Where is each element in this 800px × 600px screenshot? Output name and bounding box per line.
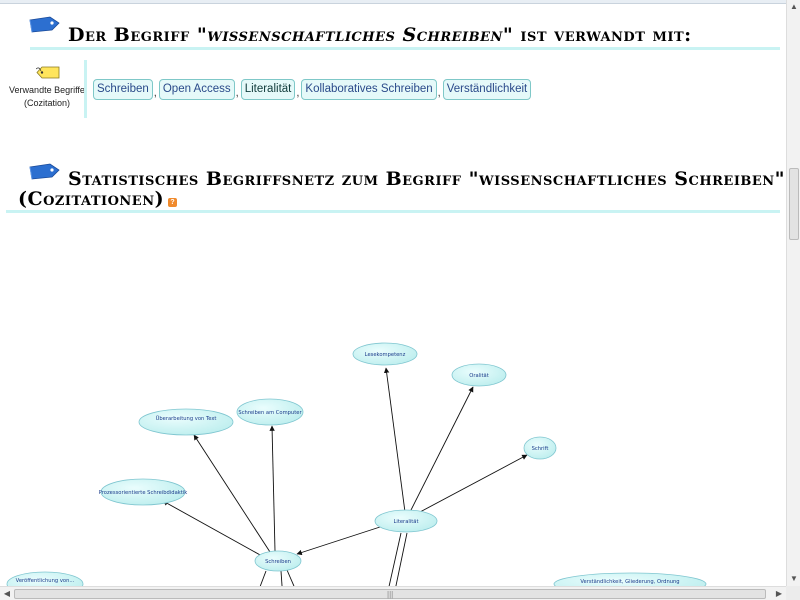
related-term-literalitaet[interactable]: Literalität bbox=[240, 78, 296, 100]
graph-node-schrift[interactable]: Schrift bbox=[523, 436, 557, 460]
graph-edge bbox=[269, 425, 276, 552]
graph-edge bbox=[286, 569, 295, 586]
graph-edge bbox=[162, 500, 263, 557]
heading-term: "wissenschaftliches Schreiben" bbox=[196, 24, 514, 46]
heading-prefix: Der Begriff bbox=[68, 24, 197, 46]
tag-icon bbox=[36, 66, 60, 79]
separator-comma: , bbox=[153, 87, 157, 99]
related-term-kollaboratives-schreiben[interactable]: Kollaboratives Schreiben bbox=[301, 78, 437, 100]
graph-node-label: Schreiben bbox=[265, 559, 291, 565]
separator-comma: , bbox=[437, 87, 441, 99]
related-terms-label: Verwandte Begriffe (Cozitation) bbox=[9, 85, 85, 108]
graph-edge bbox=[259, 570, 267, 586]
graph-node-label: Literalität bbox=[394, 519, 419, 525]
graph-edge bbox=[395, 532, 408, 586]
graph-node-label: Verständlichkeit, Gliederung, Ordnung bbox=[580, 579, 679, 585]
vertical-scroll-thumb[interactable] bbox=[789, 168, 799, 240]
graph-node-label: Prozessorientierte Schreibdidaktik bbox=[99, 490, 188, 496]
related-terms-list: Schreiben , Open Access , Literalität , … bbox=[93, 78, 532, 100]
scroll-right-arrow-icon[interactable]: ▶ bbox=[775, 589, 783, 598]
related-terms-heading: Der Begriff "wissenschaftliches Schreibe… bbox=[68, 24, 692, 46]
graph-edge bbox=[193, 434, 271, 553]
separator-comma: , bbox=[235, 87, 239, 99]
separator-comma: , bbox=[296, 87, 300, 99]
graph-edge bbox=[383, 367, 406, 513]
graph-edge bbox=[280, 570, 283, 586]
graph-node-prozessorientierte[interactable]: Prozessorientierte Schreibdidaktik bbox=[99, 478, 188, 506]
heading-suffix: ist verwandt mit: bbox=[513, 24, 692, 46]
related-term-schreiben[interactable]: Schreiben bbox=[93, 78, 153, 100]
graph-edge bbox=[409, 386, 474, 513]
graph-node-label: Überarbeitung von Text bbox=[156, 415, 217, 422]
concept-network-graph: Lesekompetenz Oralität Überarbeitung von… bbox=[6, 342, 707, 586]
graph-node-ueberarbeitung[interactable]: Überarbeitung von Text bbox=[138, 408, 234, 436]
graph-node-label: Schreiben am Computer bbox=[238, 410, 302, 416]
tag-icon bbox=[29, 16, 60, 33]
vertical-scrollbar[interactable]: ▲ ▼ bbox=[786, 0, 800, 586]
graph-node-lesekompetenz[interactable]: Lesekompetenz bbox=[352, 342, 418, 366]
graph-node-label: Lesekompetenz bbox=[365, 352, 406, 358]
section-separator bbox=[30, 47, 780, 50]
section-separator bbox=[6, 210, 780, 213]
scroll-left-arrow-icon[interactable]: ◀ bbox=[3, 589, 11, 598]
graph-node-literalitaet[interactable]: Literalität bbox=[374, 509, 438, 533]
graph-node-label: Veröffentlichung von... bbox=[16, 578, 75, 584]
tag-icon bbox=[29, 163, 60, 180]
graph-node-label: Schrift bbox=[532, 446, 549, 452]
graph-node-oralitaet[interactable]: Oralität bbox=[451, 363, 507, 387]
help-icon[interactable]: ? bbox=[168, 198, 177, 207]
cocitation-heading-line2: (Cozitationen) bbox=[18, 188, 165, 210]
scroll-up-arrow-icon[interactable]: ▲ bbox=[790, 2, 798, 11]
graph-node-verstaendlichkeit[interactable]: Verständlichkeit, Gliederung, Ordnung bbox=[553, 572, 707, 586]
graph-node-schreiben-am-computer[interactable]: Schreiben am Computer bbox=[236, 398, 304, 426]
scroll-grip-icon: ||| bbox=[387, 590, 394, 599]
scroll-down-arrow-icon[interactable]: ▼ bbox=[790, 574, 798, 583]
graph-node-veroeffentlichung[interactable]: Veröffentlichung von... bbox=[6, 571, 84, 586]
related-term-open-access[interactable]: Open Access bbox=[158, 78, 235, 100]
vertical-divider bbox=[84, 60, 87, 118]
cocitation-heading-line1: Statistisches Begriffsnetz zum Begriff "… bbox=[68, 168, 786, 190]
graph-node-schreiben[interactable]: Schreiben bbox=[254, 550, 302, 572]
horizontal-scroll-thumb[interactable]: ||| bbox=[14, 589, 766, 599]
graph-edge bbox=[419, 454, 528, 513]
top-border bbox=[0, 0, 786, 4]
graph-edge bbox=[296, 526, 381, 556]
graph-edge bbox=[388, 532, 402, 586]
scrollbar-corner bbox=[786, 586, 800, 600]
graph-node-label: Oralität bbox=[469, 373, 489, 379]
horizontal-scrollbar[interactable]: ◀ ||| ▶ bbox=[0, 586, 786, 600]
related-term-verstaendlichkeit[interactable]: Verständlichkeit bbox=[442, 78, 532, 100]
